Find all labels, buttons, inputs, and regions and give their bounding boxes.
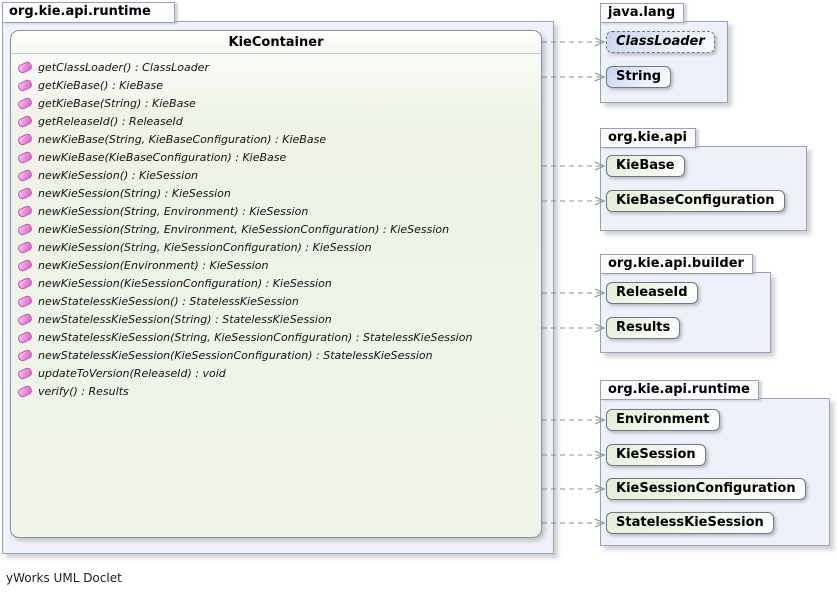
package-tab-org-kie-api: org.kie.api	[600, 128, 696, 148]
class-box-kiecontainer: KieContainer getClassLoader() : ClassLoa…	[10, 30, 542, 538]
package-name: org.kie.api.runtime	[608, 382, 750, 397]
public-method-icon	[16, 168, 34, 183]
method-row[interactable]: newKieBase(String, KieBaseConfiguration)…	[11, 130, 541, 148]
public-method-icon	[16, 114, 34, 129]
method-signature: getKieBase() : KieBase	[38, 78, 163, 92]
public-method-icon	[16, 348, 34, 363]
method-row[interactable]: getKieBase() : KieBase	[11, 76, 541, 94]
method-row[interactable]: getKieBase(String) : KieBase	[11, 94, 541, 112]
public-method-icon	[16, 96, 34, 111]
method-row[interactable]: newKieSession(String, Environment) : Kie…	[11, 202, 541, 220]
method-row[interactable]: newStatelessKieSession() : StatelessKieS…	[11, 292, 541, 310]
public-method-icon	[16, 60, 34, 75]
method-signature: newKieSession(String) : KieSession	[38, 186, 231, 200]
public-method-icon	[16, 312, 34, 327]
public-method-icon	[16, 276, 34, 291]
method-row[interactable]: newStatelessKieSession(String) : Statele…	[11, 310, 541, 328]
class-pill-releaseid[interactable]: ReleaseId	[606, 282, 698, 304]
public-method-icon	[16, 294, 34, 309]
class-pill-kiebase[interactable]: KieBase	[606, 155, 685, 177]
public-method-icon	[16, 78, 34, 93]
method-row[interactable]: newKieSession() : KieSession	[11, 166, 541, 184]
class-pill-kiesessionconfiguration[interactable]: KieSessionConfiguration	[606, 478, 806, 500]
method-row[interactable]: newKieSession(String, KieSessionConfigur…	[11, 238, 541, 256]
package-tab-java-lang: java.lang	[600, 3, 685, 23]
public-method-icon	[16, 186, 34, 201]
method-signature: newKieSession(String, Environment) : Kie…	[38, 204, 309, 218]
public-method-icon	[16, 150, 34, 165]
main-package-tab: org.kie.api.runtime	[2, 2, 175, 23]
package-name: org.kie.api	[608, 130, 687, 145]
method-signature: newKieSession(Environment) : KieSession	[38, 258, 269, 272]
public-method-icon	[16, 204, 34, 219]
method-signature: verify() : Results	[38, 384, 129, 398]
method-signature: newStatelessKieSession(String, KieSessio…	[38, 330, 473, 344]
class-pill-kiesession[interactable]: KieSession	[606, 444, 706, 466]
public-method-icon	[16, 330, 34, 345]
class-pill-classloader[interactable]: ClassLoader	[606, 31, 715, 53]
method-signature: newKieBase(String, KieBaseConfiguration)…	[38, 132, 327, 146]
method-signature: newKieBase(KieBaseConfiguration) : KieBa…	[38, 150, 287, 164]
class-pill-environment[interactable]: Environment	[606, 409, 720, 431]
public-method-icon	[16, 240, 34, 255]
public-method-icon	[16, 384, 34, 399]
method-signature: getKieBase(String) : KieBase	[38, 96, 196, 110]
main-package-name: org.kie.api.runtime	[9, 4, 151, 19]
method-row[interactable]: updateToVersion(ReleaseId) : void	[11, 364, 541, 382]
method-signature: updateToVersion(ReleaseId) : void	[38, 366, 226, 380]
class-pill-results[interactable]: Results	[606, 317, 681, 339]
method-list: getClassLoader() : ClassLoader getKieBas…	[11, 54, 541, 400]
method-signature: newKieSession(String, Environment, KieSe…	[38, 222, 450, 236]
public-method-icon	[16, 132, 34, 147]
method-signature: newStatelessKieSession() : StatelessKieS…	[38, 294, 299, 308]
method-row[interactable]: newStatelessKieSession(KieSessionConfigu…	[11, 346, 541, 364]
method-signature: newKieSession(KieSessionConfiguration) :…	[38, 276, 332, 290]
package-name: java.lang	[608, 5, 676, 20]
method-row[interactable]: newKieSession(String) : KieSession	[11, 184, 541, 202]
method-row[interactable]: verify() : Results	[11, 382, 541, 400]
method-signature: newStatelessKieSession(String) : Statele…	[38, 312, 332, 326]
method-row[interactable]: newKieBase(KieBaseConfiguration) : KieBa…	[11, 148, 541, 166]
method-signature: newKieSession(String, KieSessionConfigur…	[38, 240, 372, 254]
package-name: org.kie.api.builder	[608, 256, 744, 271]
class-pill-statelesskiesession[interactable]: StatelessKieSession	[606, 512, 774, 534]
method-row[interactable]: getReleaseId() : ReleaseId	[11, 112, 541, 130]
class-pill-kiebaseconfiguration[interactable]: KieBaseConfiguration	[606, 190, 785, 212]
method-signature: newKieSession() : KieSession	[38, 168, 199, 182]
public-method-icon	[16, 258, 34, 273]
method-signature: getReleaseId() : ReleaseId	[38, 114, 183, 128]
method-row[interactable]: newKieSession(Environment) : KieSession	[11, 256, 541, 274]
doclet-credit: yWorks UML Doclet	[6, 571, 122, 585]
method-row[interactable]: getClassLoader() : ClassLoader	[11, 58, 541, 76]
class-pill-string[interactable]: String	[606, 66, 672, 88]
package-tab-org-kie-api-runtime: org.kie.api.runtime	[600, 380, 759, 400]
method-row[interactable]: newKieSession(String, Environment, KieSe…	[11, 220, 541, 238]
public-method-icon	[16, 366, 34, 381]
method-row[interactable]: newStatelessKieSession(String, KieSessio…	[11, 328, 541, 346]
class-title: KieContainer	[11, 31, 541, 54]
method-row[interactable]: newKieSession(KieSessionConfiguration) :…	[11, 274, 541, 292]
package-tab-org-kie-api-builder: org.kie.api.builder	[600, 254, 753, 274]
public-method-icon	[16, 222, 34, 237]
method-signature: newStatelessKieSession(KieSessionConfigu…	[38, 348, 433, 362]
method-signature: getClassLoader() : ClassLoader	[38, 60, 209, 74]
